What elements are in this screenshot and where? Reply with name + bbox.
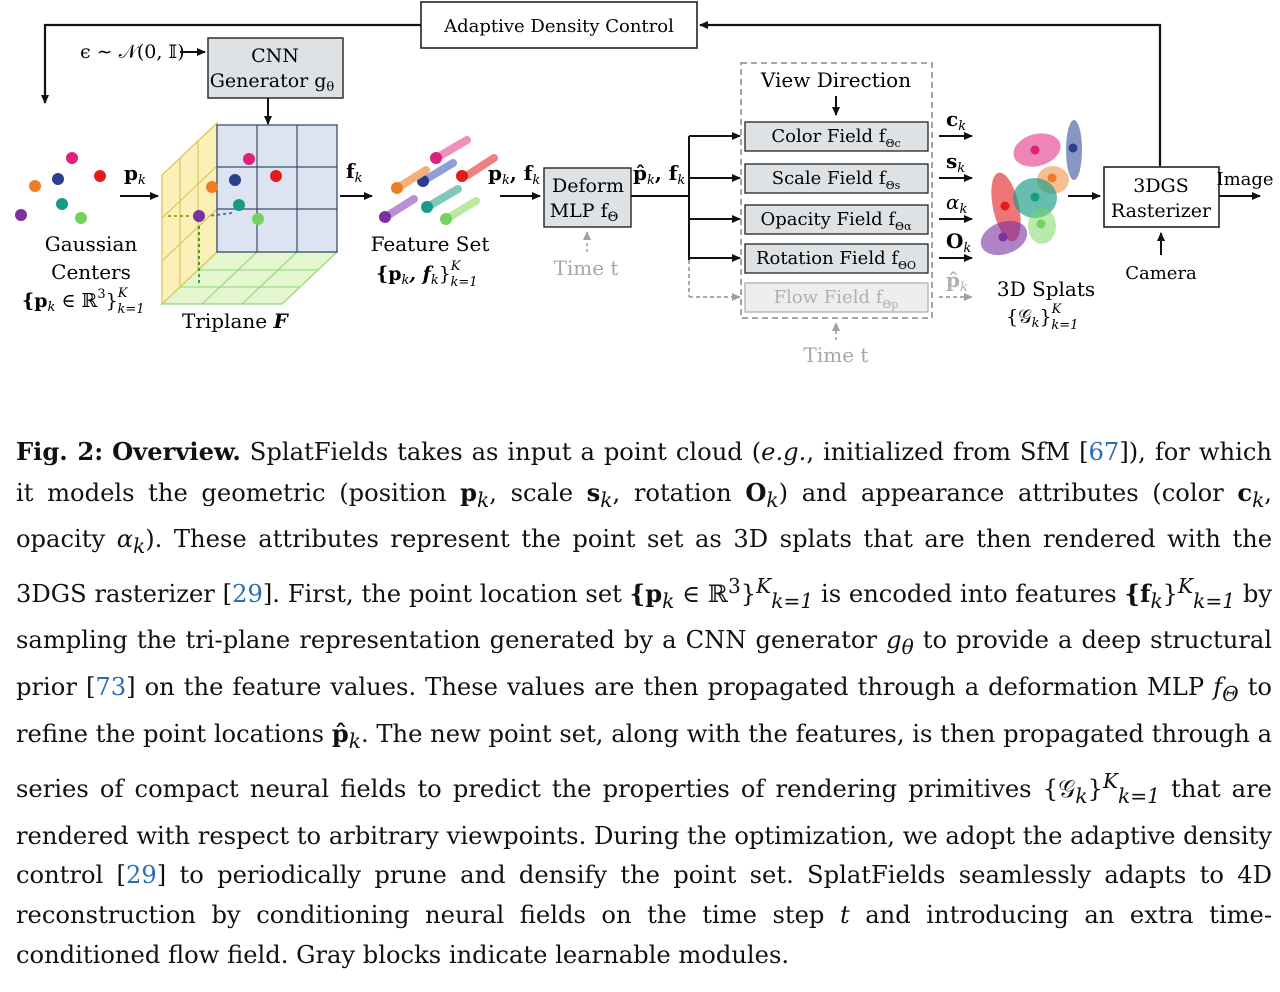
ref-73-link[interactable]: 73 <box>95 672 127 701</box>
field-box <box>744 282 929 313</box>
adaptive-density-control-label: Adaptive Density Control <box>443 16 674 37</box>
rasterizer-box <box>1103 166 1220 228</box>
triplane-label: Triplane F <box>182 309 290 333</box>
pk-fk-label: pk, fk <box>488 161 540 188</box>
loop-arrow-left <box>41 23 421 104</box>
field-label: Color Field fΘc <box>771 126 900 150</box>
field-0: Color Field fΘc ck <box>689 107 973 152</box>
gaussian-centers-points <box>15 152 106 224</box>
cnn-generator-line2: Generator gθ <box>210 70 335 95</box>
view-direction-label: View Direction <box>760 68 911 92</box>
field-output-label: ck <box>946 107 966 134</box>
ref-29-link-b[interactable]: 29 <box>126 861 157 890</box>
feature-set-line1: Feature Set <box>371 232 490 256</box>
deform-line2: MLP fΘ <box>550 200 619 225</box>
triplane <box>160 121 339 306</box>
overview-figure: Adaptive Density Control ϵ ∼ 𝒩(0, 𝕀) CNN… <box>15 1 1274 367</box>
field-box <box>744 121 929 152</box>
field-1: Scale Field fΘs sk <box>689 149 973 194</box>
rasterizer-line1: 3DGS <box>1133 175 1189 197</box>
field-output-label: p̂k <box>946 268 968 295</box>
fig-label: Fig. 2: <box>16 437 104 466</box>
field-2: Opacity Field fΘα αk <box>689 190 973 235</box>
field-output-label: sk <box>946 149 965 176</box>
phat-fk-label: p̂k, fk <box>633 161 685 188</box>
field-output-label: Ok <box>946 229 971 256</box>
field-box <box>744 243 929 274</box>
deform-mlp-box <box>543 167 632 228</box>
camera-label: Camera <box>1125 263 1197 284</box>
field-label: Opacity Field fΘα <box>761 209 913 233</box>
splats-illustration <box>980 120 1082 256</box>
field-output-label: αk <box>946 190 968 217</box>
ref-67-link[interactable]: 67 <box>1088 438 1120 466</box>
deform-line1: Deform <box>552 175 624 197</box>
field-label: Rotation Field fΘO <box>756 248 916 272</box>
loop-arrow-right <box>699 21 1162 166</box>
adaptive-density-control-box <box>420 1 698 49</box>
ref-29-link-a[interactable]: 29 <box>232 579 263 608</box>
pk-label: pk <box>124 161 146 188</box>
gaussian-centers-line1: Gaussian <box>45 232 138 256</box>
image-label: Image <box>1216 169 1273 190</box>
cnn-generator-box <box>207 37 344 99</box>
overview-heading: Overview. <box>112 437 241 466</box>
feature-set-points <box>379 136 498 225</box>
gaussian-centers-line2: Centers <box>51 260 131 284</box>
field-box <box>744 163 929 194</box>
time-t-bottom-label: Time t <box>804 343 869 367</box>
time-t-label: Time t <box>554 256 619 280</box>
field-3: Rotation Field fΘO Ok <box>689 229 973 274</box>
splats-line1: 3D Splats <box>997 277 1095 301</box>
fk-label: fk <box>346 159 363 186</box>
noise-label: ϵ ∼ 𝒩(0, 𝕀) <box>80 41 185 63</box>
neural-fields-group <box>740 62 933 319</box>
cnn-generator-line1: CNN <box>251 45 299 67</box>
field-label: Scale Field fΘs <box>772 168 901 192</box>
field-label: Flow Field fΘp <box>774 287 899 311</box>
field-box <box>744 204 929 235</box>
rasterizer-line2: Rasterizer <box>1111 200 1212 222</box>
figure-caption: Fig. 2: Overview. SplatFields takes as i… <box>16 437 1273 969</box>
field-4: Flow Field fΘp p̂k <box>689 268 973 313</box>
